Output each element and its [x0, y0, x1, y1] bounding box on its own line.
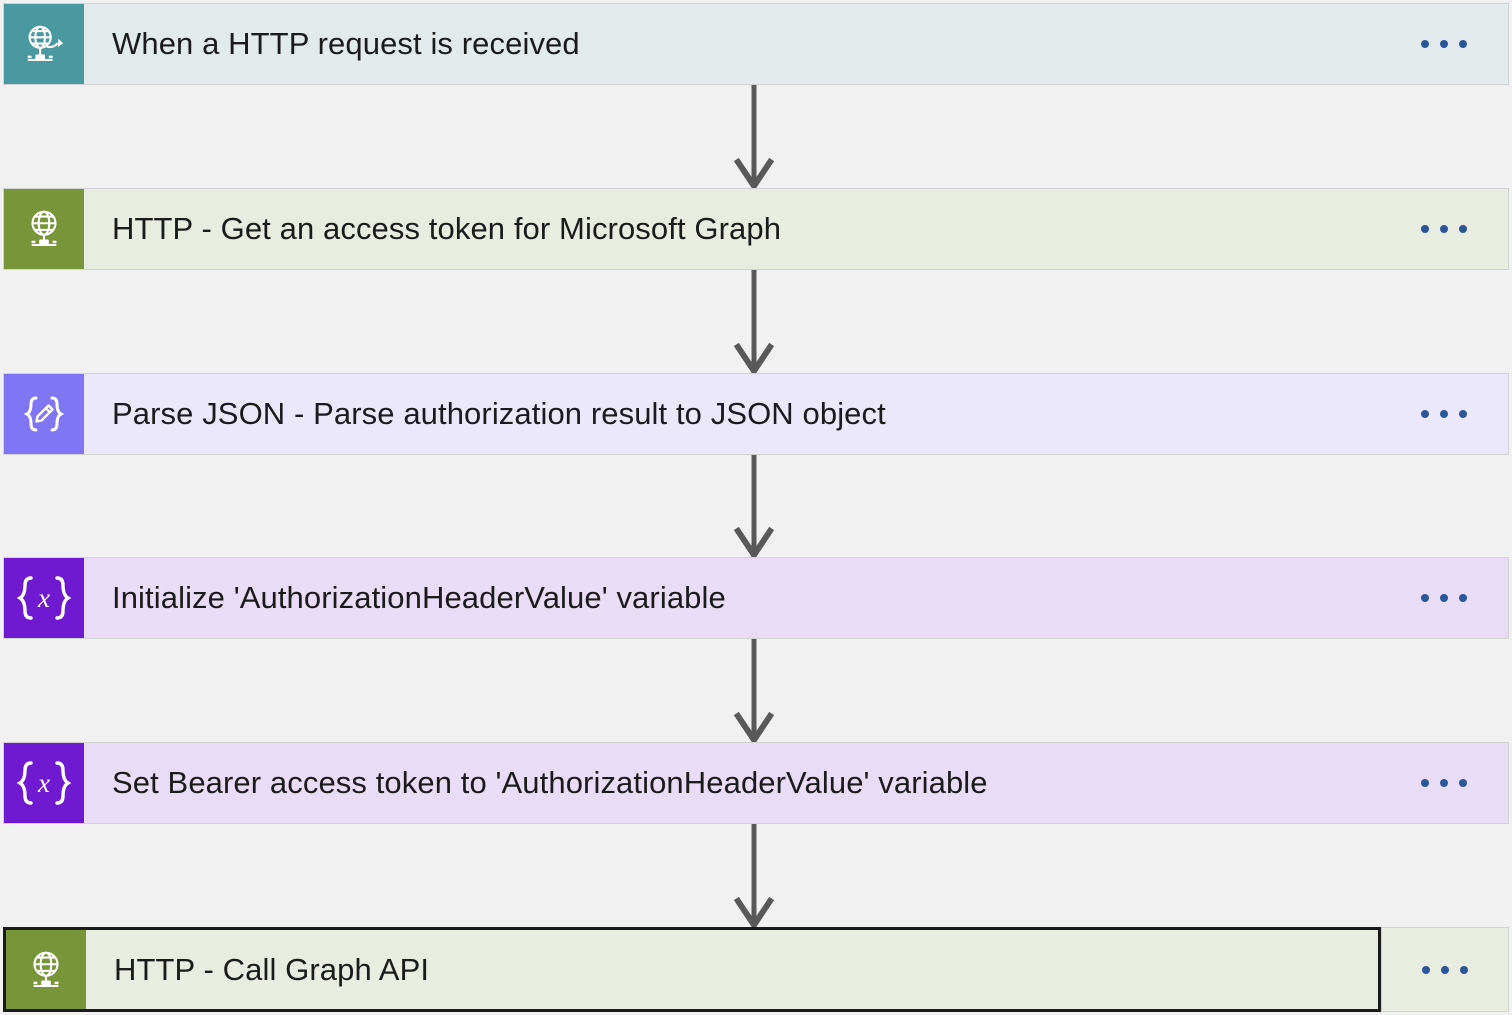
step-overflow-menu-button[interactable]: [1381, 927, 1509, 1012]
connector-arrow: [722, 455, 786, 557]
menu-dot: [1421, 779, 1429, 787]
menu-dot: [1422, 965, 1430, 974]
globe-icon-svg: [31, 210, 57, 247]
flow-step-5: x Set Bearer access token to 'Authorizat…: [3, 742, 1509, 824]
menu-dot: [1440, 225, 1448, 233]
step-title: HTTP - Call Graph API: [114, 951, 430, 987]
menu-dot: [1440, 410, 1448, 418]
globe-icon-svg: [33, 951, 59, 987]
globe-arrow-icon: [4, 4, 84, 84]
flow-step-6: HTTP - Call Graph API: [3, 927, 1509, 1012]
step-title: Parse JSON - Parse authorization result …: [112, 396, 886, 431]
menu-dot: [1440, 40, 1448, 48]
braces-x-icon: x: [4, 558, 84, 638]
connector-arrow: [722, 824, 786, 927]
svg-text:x: x: [37, 768, 50, 798]
arrow-down-icon: [733, 455, 775, 557]
step-title: HTTP - Get an access token for Microsoft…: [112, 211, 782, 246]
flow-step-4: x Initialize 'AuthorizationHeaderValue' …: [3, 557, 1509, 639]
arrow-down-icon: [733, 270, 775, 373]
step-card[interactable]: Parse JSON - Parse authorization result …: [3, 373, 1509, 455]
step-overflow-menu-button[interactable]: [1380, 743, 1508, 823]
menu-dot: [1421, 594, 1429, 602]
braces-x-icon-svg: x: [16, 576, 72, 620]
braces-pencil-icon: [4, 374, 84, 454]
arrow-down-icon: [733, 85, 775, 188]
step-card[interactable]: x Initialize 'AuthorizationHeaderValue' …: [3, 557, 1509, 639]
globe-icon: [4, 189, 84, 269]
menu-dot: [1459, 40, 1467, 48]
flow-step-2: HTTP - Get an access token for Microsoft…: [3, 188, 1509, 270]
connector-arrow: [722, 85, 786, 188]
step-card[interactable]: When a HTTP request is received: [3, 3, 1509, 85]
braces-x-icon-svg: x: [16, 761, 72, 805]
flow-step-1: When a HTTP request is received: [3, 3, 1509, 85]
menu-dot: [1440, 594, 1448, 602]
menu-dot: [1459, 779, 1467, 787]
globe-icon: [6, 930, 86, 1009]
flow-step-3: Parse JSON - Parse authorization result …: [3, 373, 1509, 455]
menu-dot: [1460, 965, 1468, 974]
step-title: Initialize 'AuthorizationHeaderValue' va…: [112, 580, 726, 615]
menu-dot: [1421, 225, 1429, 233]
menu-dot: [1459, 410, 1467, 418]
connector-arrow: [722, 270, 786, 373]
menu-dot: [1421, 40, 1429, 48]
globe-arrow-icon-svg: [27, 25, 64, 62]
menu-dot: [1441, 965, 1449, 974]
arrow-down-icon: [733, 824, 775, 927]
step-card[interactable]: HTTP - Call Graph API: [3, 927, 1381, 1012]
step-title: Set Bearer access token to 'Authorizatio…: [112, 765, 988, 800]
svg-text:x: x: [37, 583, 50, 613]
menu-dot: [1421, 410, 1429, 418]
step-card[interactable]: HTTP - Get an access token for Microsoft…: [3, 188, 1509, 270]
menu-dot: [1459, 594, 1467, 602]
step-overflow-menu-button[interactable]: [1380, 374, 1508, 454]
braces-x-icon: x: [4, 743, 84, 823]
connector-arrow: [722, 639, 786, 742]
menu-dot: [1459, 225, 1467, 233]
step-title: When a HTTP request is received: [112, 26, 580, 61]
menu-dot: [1440, 779, 1448, 787]
step-card[interactable]: x Set Bearer access token to 'Authorizat…: [3, 742, 1509, 824]
braces-pencil-icon-svg: [23, 396, 65, 432]
step-overflow-menu-button[interactable]: [1380, 189, 1508, 269]
arrow-down-icon: [733, 639, 775, 742]
step-overflow-menu-button[interactable]: [1380, 4, 1508, 84]
step-overflow-menu-button[interactable]: [1380, 558, 1508, 638]
